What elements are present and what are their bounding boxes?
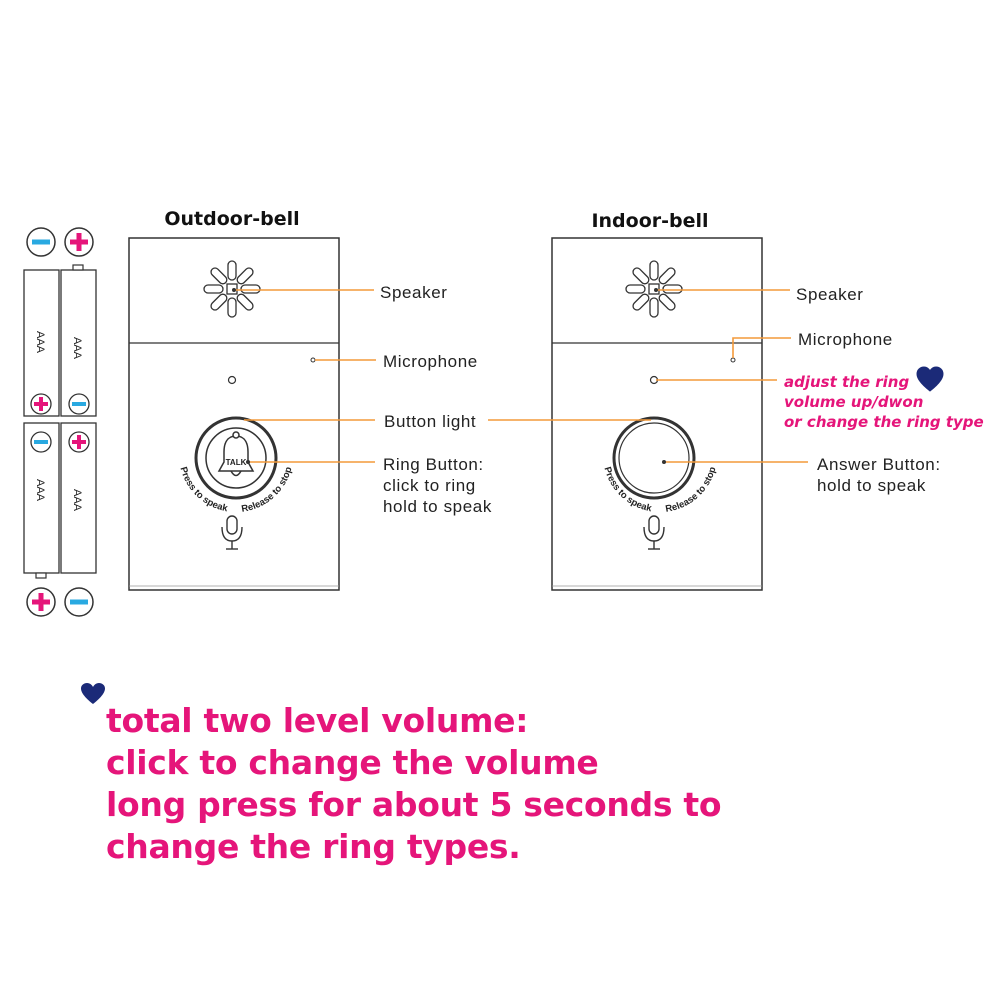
volume-note-2: volume up/dwon [784,393,923,411]
outdoor-bell: Outdoor-bell TALK [128,208,340,591]
speaker-grille-icon [625,260,683,318]
battery-cell-1: AAA [23,269,60,417]
leader-dots [232,288,666,464]
microphone-icon [221,515,243,550]
button-light-label: Button light [384,412,476,431]
microphone-label: Microphone [798,330,893,349]
indicator-hole [227,375,237,385]
heart-icon [81,683,105,704]
plus-icon [68,431,90,453]
speaker-label: Speaker [380,283,448,302]
speaker-label: Speaker [796,285,864,304]
microphone-label: Microphone [383,352,478,371]
indoor-bell: Indoor-bell Press to speak Release to st… [551,210,763,591]
instruction-line-4: change the ring types. [106,827,521,866]
volume-instructions: total two level volume: click to change … [106,700,722,868]
battery-label: AAA [34,479,46,502]
minus-icon [26,227,56,257]
answer-button-desc: hold to speak [817,476,926,495]
answer-button-label: Answer Button: [817,455,941,474]
plus-icon [64,227,94,257]
plus-icon [26,587,56,617]
ring-button-desc-2: hold to speak [383,497,492,516]
minus-icon [64,587,94,617]
talk-label: TALK [226,458,247,467]
minus-icon [68,393,90,415]
microphone-hole [730,357,736,363]
outdoor-bell-title: Outdoor-bell [164,208,299,230]
battery-cell-2: AAA [60,264,97,417]
instruction-line-3: long press for about 5 seconds to [106,785,722,824]
volume-note-3: or change the ring type [784,413,984,431]
instruction-line-2: click to change the volume [106,743,599,782]
outdoor-bell-body [128,237,340,591]
indoor-bell-body [551,237,763,591]
speaker-grille-icon [203,260,261,318]
battery-label: AAA [71,489,83,512]
ring-button-label: Ring Button: [383,455,484,474]
battery-label: AAA [71,337,83,360]
leader-lines [234,289,808,463]
ring-button-desc-1: click to ring [383,476,476,495]
microphone-icon [643,515,665,550]
plus-icon [30,393,52,415]
microphone-hole [310,357,316,363]
volume-note-1: adjust the ring [784,373,909,391]
answer-button[interactable] [612,416,696,500]
indoor-bell-title: Indoor-bell [591,210,708,232]
instruction-line-1: total two level volume: [106,701,529,740]
battery-cell-3: AAA [23,422,60,579]
bell-icon [217,431,255,477]
battery-pack: AAA AAA AAA AAA [23,227,97,617]
heart-icon [916,366,944,392]
battery-label: AAA [34,331,46,354]
ring-button[interactable]: TALK [194,416,278,500]
minus-icon [30,431,52,453]
